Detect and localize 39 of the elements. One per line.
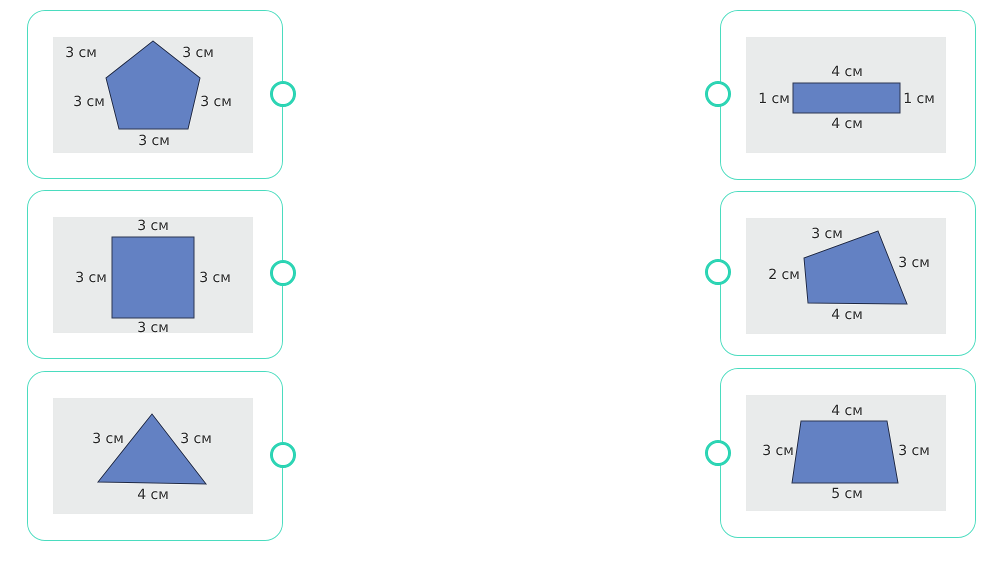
side-length-label: 3 см [137, 320, 169, 336]
square-shape [112, 236, 194, 318]
side-length-label: 3 см [92, 431, 124, 447]
connector-circle [270, 260, 296, 286]
side-length-label: 4 см [831, 307, 863, 323]
side-length-label: 3 см [138, 133, 170, 149]
side-length-label: 1 см [758, 91, 790, 107]
side-length-label: 3 см [898, 255, 930, 271]
side-length-label: 3 см [898, 443, 930, 459]
side-length-label: 3 см [811, 226, 843, 242]
answer-card [27, 371, 283, 541]
side-length-label: 3 см [73, 94, 105, 110]
answer-card [720, 368, 976, 538]
side-length-label: 3 см [199, 270, 231, 286]
side-length-label: 3 см [762, 443, 794, 459]
side-length-label: 3 см [200, 94, 232, 110]
side-length-label: 3 см [180, 431, 212, 447]
side-length-label: 4 см [831, 116, 863, 132]
answer-card [27, 190, 283, 359]
connector-circle [270, 81, 296, 107]
answer-card [720, 10, 976, 180]
side-length-label: 4 см [831, 64, 863, 80]
answer-card [720, 191, 976, 356]
side-length-label: 1 см [903, 91, 935, 107]
connector-circle [705, 259, 731, 285]
side-length-label: 4 см [831, 403, 863, 419]
side-length-label: 4 см [137, 487, 169, 503]
rectangle-shape [792, 82, 900, 114]
trapezoid-shape [791, 420, 899, 484]
side-length-label: 5 см [831, 486, 863, 502]
connector-circle [705, 81, 731, 107]
answer-card [27, 10, 283, 179]
side-length-label: 3 см [75, 270, 107, 286]
side-length-label: 2 см [768, 267, 800, 283]
side-length-label: 3 см [137, 218, 169, 234]
side-length-label: 3 см [182, 45, 214, 61]
connector-circle [270, 442, 296, 468]
connector-circle [705, 440, 731, 466]
side-length-label: 3 см [65, 45, 97, 61]
